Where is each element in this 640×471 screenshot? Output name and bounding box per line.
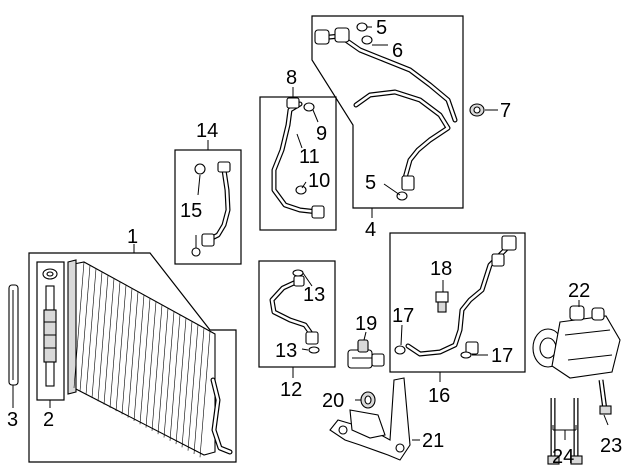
callout-7: 7 xyxy=(500,100,511,122)
condenser-fin xyxy=(199,331,211,458)
callout-13a: 13 xyxy=(303,284,325,306)
callout-23: 23 xyxy=(600,435,622,457)
condenser-fin xyxy=(127,291,139,418)
condenser-fin xyxy=(181,321,193,448)
condenser-fin xyxy=(85,268,97,395)
callout-12: 12 xyxy=(280,379,302,401)
callout-16: 16 xyxy=(428,385,450,407)
callout-9: 9 xyxy=(316,123,327,145)
callout-2: 2 xyxy=(43,409,54,431)
suction-hose-part xyxy=(394,235,517,359)
condenser-fin xyxy=(133,294,145,422)
condenser-fin xyxy=(73,261,85,389)
condenser-part xyxy=(67,259,233,458)
callout-18: 18 xyxy=(430,258,452,280)
callout-20: 20 xyxy=(322,390,344,412)
bracket-part xyxy=(329,377,411,461)
hose-12-box xyxy=(258,260,336,368)
service-cap-part xyxy=(469,103,485,117)
condenser-fin xyxy=(115,285,127,412)
condenser-fin xyxy=(157,308,169,435)
callout-15: 15 xyxy=(180,200,202,222)
receiver-drier-part xyxy=(42,268,58,387)
expansion-valve-part xyxy=(347,339,385,369)
condenser-fin xyxy=(169,314,181,441)
callout-17a: 17 xyxy=(392,305,414,327)
bolt-23-part xyxy=(598,379,612,415)
pressure-switch-part xyxy=(435,291,449,313)
condenser-group-box xyxy=(28,252,237,463)
callout-21: 21 xyxy=(422,430,444,452)
condenser-fin xyxy=(163,311,175,438)
callout-5b: 5 xyxy=(365,172,376,194)
bushing-part xyxy=(360,391,376,409)
condenser-fin xyxy=(193,327,205,455)
callout-11: 11 xyxy=(299,146,320,168)
condenser-fin xyxy=(151,304,163,431)
callout-22: 22 xyxy=(568,280,590,302)
condenser-fin xyxy=(103,278,115,405)
condenser-fin xyxy=(139,298,151,425)
hose-8-box xyxy=(259,96,337,231)
leader-lines xyxy=(12,26,609,441)
callout-14: 14 xyxy=(196,120,218,142)
callout-10: 10 xyxy=(308,170,330,192)
condenser-fin xyxy=(109,281,121,408)
callout-3: 3 xyxy=(7,409,18,431)
condenser-fin xyxy=(187,324,199,451)
condenser-fin xyxy=(175,318,187,445)
callout-24: 24 xyxy=(552,446,574,468)
seal-strip-part xyxy=(8,284,19,386)
condenser-fin xyxy=(145,301,157,428)
callout-19: 19 xyxy=(355,313,377,335)
suction-hose-box xyxy=(389,232,526,373)
discharge-hose-part xyxy=(314,22,458,201)
callout-5a: 5 xyxy=(376,17,387,39)
callout-6: 6 xyxy=(392,40,403,62)
callout-4: 4 xyxy=(365,219,376,241)
callout-8: 8 xyxy=(286,67,297,89)
condenser-fin xyxy=(91,271,103,398)
hose-12-part xyxy=(269,269,320,354)
compressor-part xyxy=(532,305,621,379)
hose-14-part xyxy=(191,161,231,257)
callout-13b: 13 xyxy=(275,340,297,362)
callout-17b: 17 xyxy=(491,345,513,367)
discharge-hose-box xyxy=(311,15,464,209)
condenser-fin xyxy=(97,275,109,402)
hose-8-part xyxy=(271,97,325,219)
condenser-fin xyxy=(79,265,91,392)
callout-1: 1 xyxy=(127,226,138,248)
condenser-fin xyxy=(121,288,133,415)
